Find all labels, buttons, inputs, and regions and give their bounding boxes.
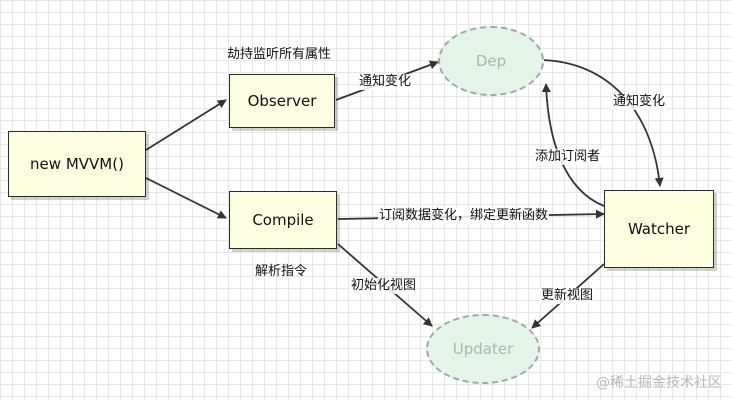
- arrow-mvvm-to-observer: [145, 99, 227, 151]
- watcher-to-updater-label: 更新视图: [540, 288, 595, 304]
- observer-node: Observer: [229, 74, 335, 128]
- watcher-node: Watcher: [604, 190, 714, 268]
- watermark: @稀土掘金技术社区: [596, 375, 722, 391]
- watcher-to-dep-label: 添加订阅者: [534, 149, 602, 165]
- observer-caption: 劫持监听所有属性: [227, 47, 332, 62]
- arrow-dep-to-watcher: [541, 59, 664, 187]
- compile-to-watcher-label: 订阅数据变化，绑定更新函数: [378, 208, 550, 224]
- compile-node: Compile: [229, 191, 337, 249]
- arrow-mvvm-to-compile: [145, 177, 227, 219]
- compile-to-updater-label: 初始化视图: [350, 278, 418, 294]
- dep-ellipse: Dep: [438, 26, 544, 96]
- updater-ellipse: Updater: [426, 314, 540, 384]
- compile-caption: 解析指令: [255, 264, 308, 279]
- mvvm-node: new MVVM(): [8, 131, 146, 197]
- observer-to-dep-label: 通知变化: [358, 74, 413, 90]
- dep-to-watcher-label: 通知变化: [612, 94, 667, 110]
- arrow-watcher-to-dep: [541, 83, 605, 207]
